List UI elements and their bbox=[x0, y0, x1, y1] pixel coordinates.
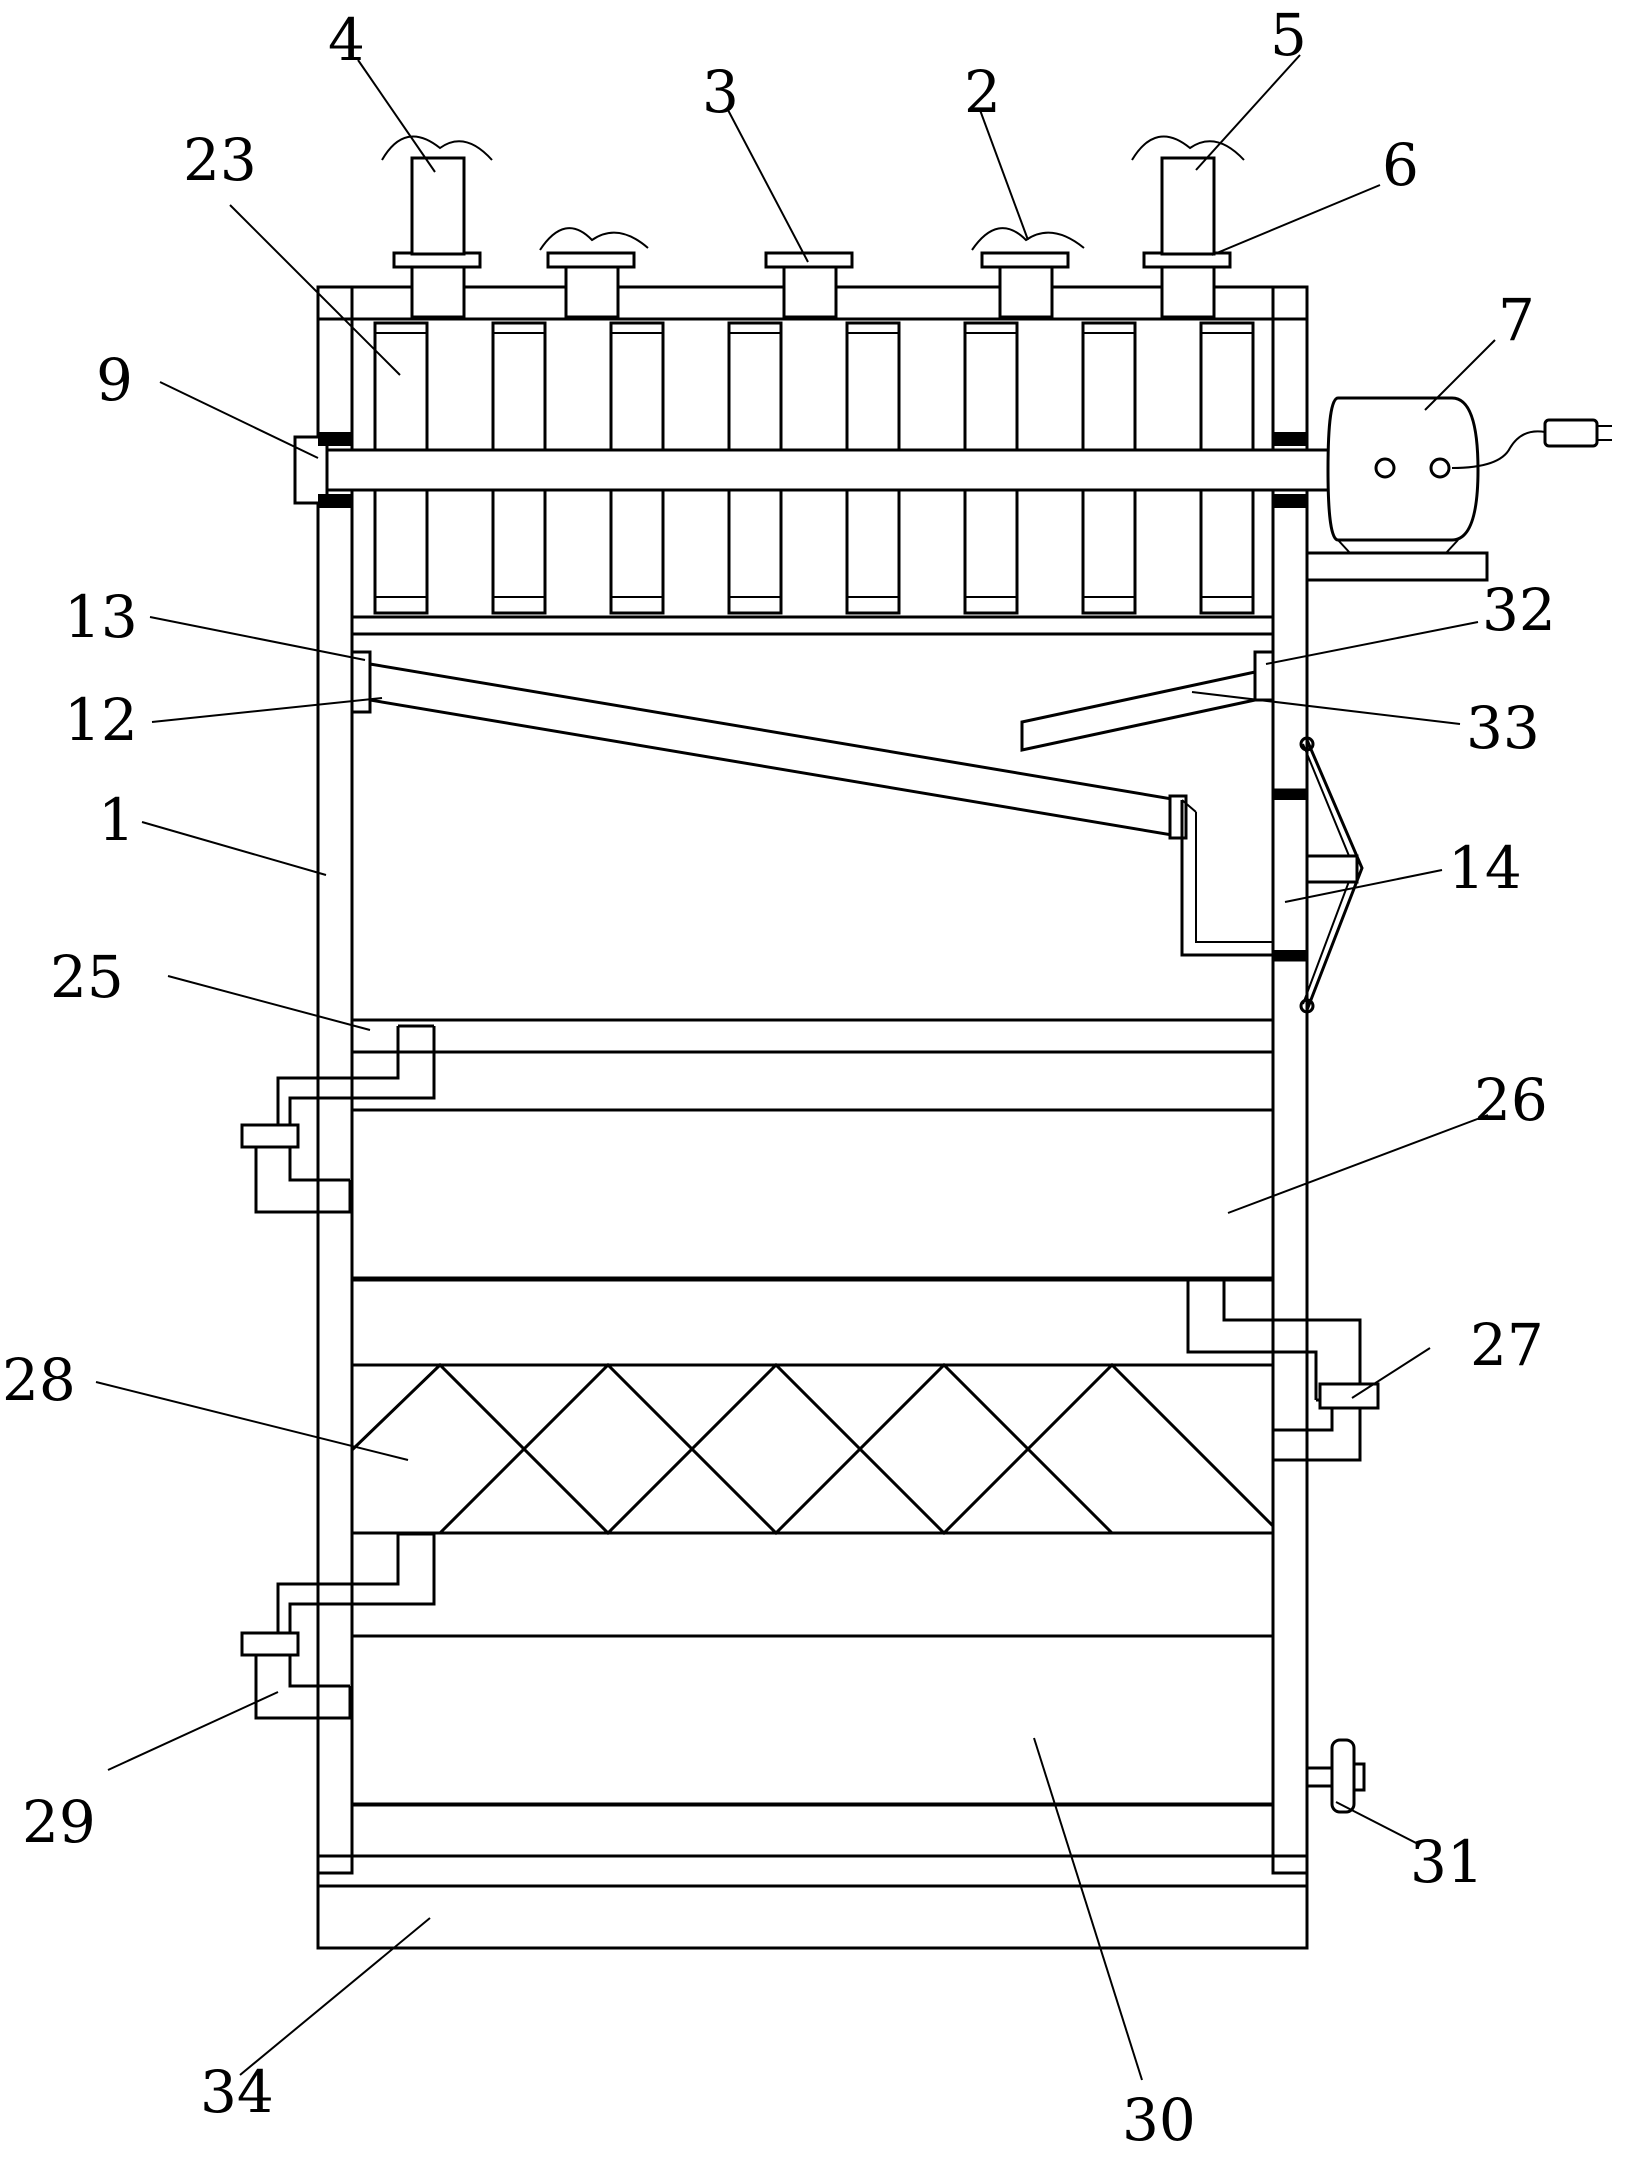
base bbox=[316, 1884, 1309, 1950]
label-28: 28 bbox=[2, 1346, 76, 1414]
label-23: 23 bbox=[183, 126, 257, 194]
shaft bbox=[318, 448, 1332, 492]
label-6: 6 bbox=[1382, 131, 1419, 199]
label-2: 2 bbox=[964, 58, 1001, 126]
mesh-screen bbox=[350, 1108, 1275, 1280]
filter-media bbox=[350, 1634, 1275, 1806]
label-31: 31 bbox=[1410, 1828, 1484, 1896]
label-34: 34 bbox=[200, 2058, 274, 2126]
pipe-29 bbox=[240, 1532, 436, 1720]
leader-lines bbox=[95, 54, 1496, 2081]
label-33: 33 bbox=[1466, 694, 1540, 762]
label-25: 25 bbox=[50, 943, 124, 1011]
inner-deflectors bbox=[350, 650, 1275, 957]
label-27: 27 bbox=[1470, 1311, 1544, 1379]
zigzag-baffle bbox=[350, 1363, 1275, 1535]
label-7: 7 bbox=[1498, 286, 1535, 354]
drain-valve bbox=[1305, 1738, 1366, 1814]
reference-numerals: 4 23 3 2 5 6 7 9 13 12 1 25 32 33 14 26 … bbox=[2, 1, 1556, 2154]
label-14: 14 bbox=[1448, 834, 1522, 902]
label-30: 30 bbox=[1122, 2086, 1196, 2153]
label-26: 26 bbox=[1474, 1066, 1548, 1134]
top-pipes bbox=[381, 135, 1245, 319]
label-13: 13 bbox=[64, 583, 138, 651]
side-door bbox=[1271, 736, 1364, 1014]
label-32: 32 bbox=[1482, 576, 1556, 644]
label-29: 29 bbox=[22, 1788, 96, 1856]
label-12: 12 bbox=[64, 686, 138, 754]
label-3: 3 bbox=[702, 58, 739, 126]
label-5: 5 bbox=[1270, 1, 1307, 69]
blade-drum bbox=[293, 318, 1332, 636]
pipe-25 bbox=[240, 1024, 436, 1214]
housing bbox=[316, 285, 1309, 1950]
filter-stack bbox=[350, 1018, 1275, 1807]
pipe-27 bbox=[1186, 1278, 1380, 1462]
motor-bracket bbox=[1305, 551, 1489, 582]
label-4: 4 bbox=[328, 6, 365, 74]
motor bbox=[1305, 396, 1612, 582]
label-9: 9 bbox=[96, 346, 133, 414]
label-1: 1 bbox=[98, 786, 135, 854]
